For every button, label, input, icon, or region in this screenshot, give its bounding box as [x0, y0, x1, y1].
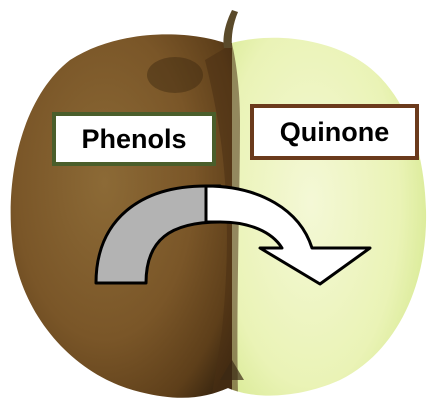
quinone-label: Quinone	[280, 117, 390, 148]
browned-spot	[147, 57, 203, 93]
quinone-label-box: Quinone	[250, 104, 419, 160]
phenols-label: Phenols	[81, 124, 186, 155]
phenols-label-box: Phenols	[52, 112, 216, 166]
